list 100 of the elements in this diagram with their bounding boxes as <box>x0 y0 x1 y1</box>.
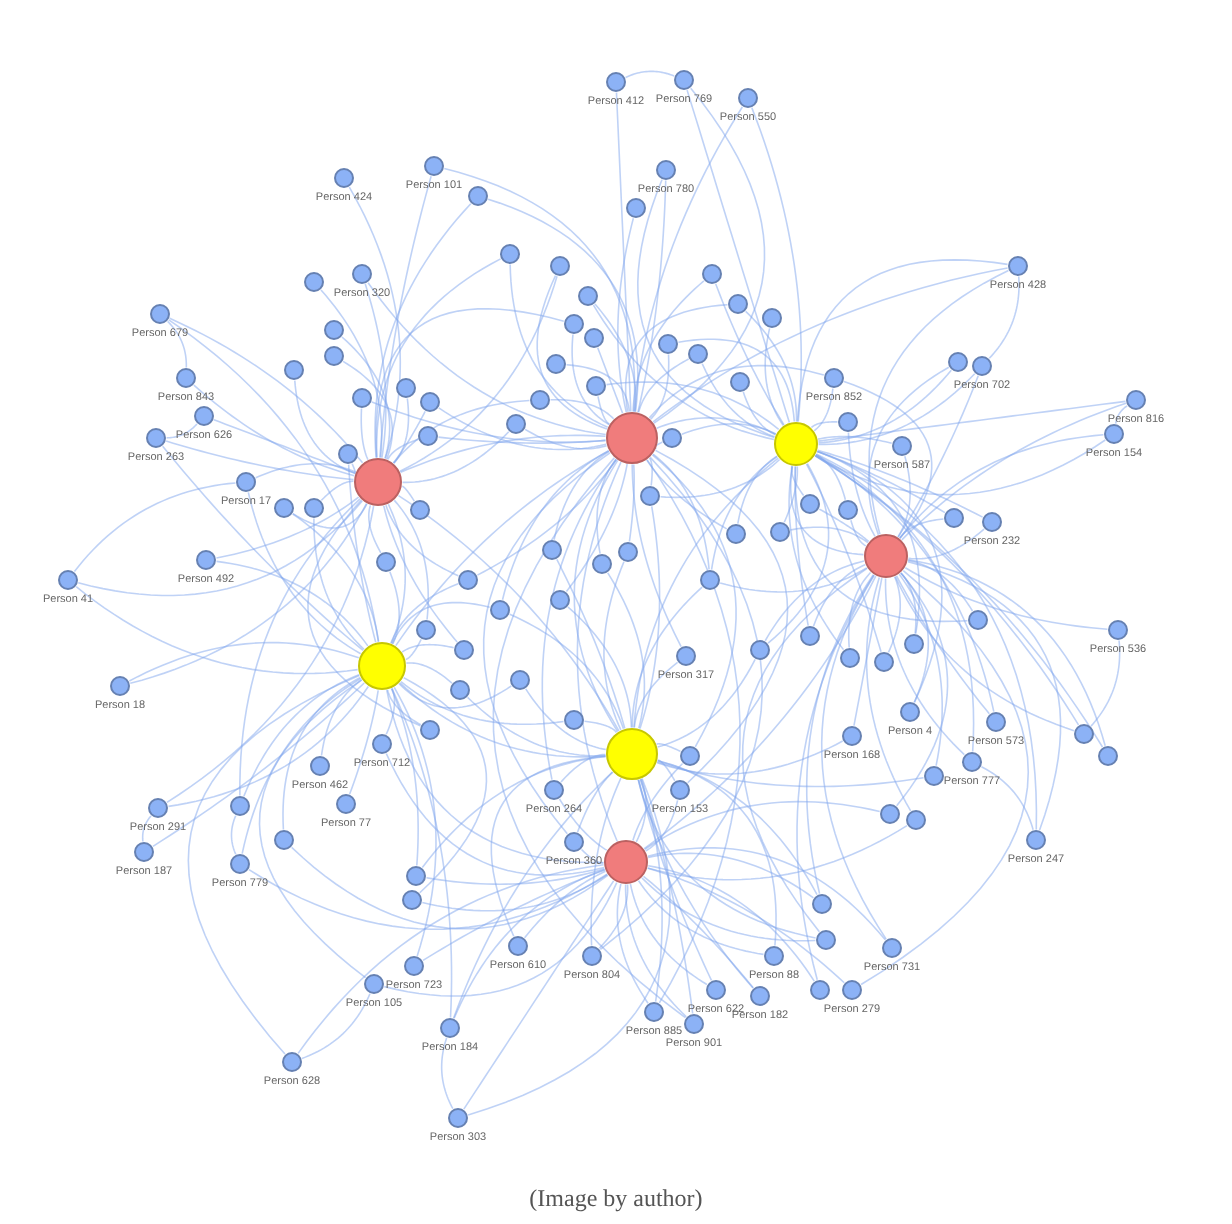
edge-line <box>794 465 969 623</box>
person-node <box>1098 746 1118 766</box>
person-node <box>450 680 470 700</box>
edge-line <box>401 643 455 653</box>
edge-line <box>637 179 667 413</box>
edge-line <box>653 87 766 424</box>
edge-line <box>389 571 400 645</box>
edge-line <box>239 498 361 797</box>
edge-line <box>637 358 690 414</box>
edge-line <box>128 641 360 682</box>
edge-line <box>629 883 708 986</box>
edge-line <box>631 463 682 648</box>
edge-line <box>632 280 705 413</box>
person-node <box>618 542 638 562</box>
edge-line <box>820 574 887 940</box>
edge-line <box>647 824 908 881</box>
person-node <box>770 522 790 542</box>
edge-line <box>397 494 620 732</box>
edge-line <box>341 336 391 460</box>
edge-line <box>576 461 622 842</box>
edge-line <box>898 518 945 539</box>
edge-line <box>307 499 422 727</box>
edge-line <box>788 465 845 651</box>
edge-line <box>290 846 609 930</box>
edge-line <box>399 434 607 474</box>
edge-line <box>320 679 363 757</box>
person-node <box>420 720 440 740</box>
edge-line <box>166 320 188 369</box>
edge-line <box>686 89 791 424</box>
edge-line <box>814 455 1080 726</box>
edge-line <box>487 198 639 413</box>
edge-line <box>248 868 608 931</box>
edge-line <box>898 573 943 767</box>
edge-line <box>193 384 356 477</box>
edge-line <box>701 362 776 438</box>
edge-line <box>783 465 799 524</box>
edge-line <box>348 689 379 795</box>
person-node <box>564 314 584 334</box>
edge-line <box>764 327 784 427</box>
person-node <box>376 552 396 572</box>
edge-line <box>656 658 756 748</box>
edge-line <box>401 430 510 484</box>
person-node <box>510 670 530 690</box>
person-node <box>550 256 570 276</box>
edge-line <box>655 417 777 435</box>
person-node <box>1074 724 1094 744</box>
edge-line <box>789 465 865 556</box>
edge-line <box>860 569 1030 986</box>
person-node <box>454 640 474 660</box>
edge-line <box>573 459 619 733</box>
edge-line <box>816 449 984 518</box>
edge-line <box>655 743 682 753</box>
edge-line <box>813 387 834 432</box>
edge-line <box>651 454 737 748</box>
edge-line <box>375 307 565 459</box>
hub-node <box>774 422 818 466</box>
person-node <box>352 388 372 408</box>
edge-line <box>565 363 631 413</box>
person-node <box>944 508 964 528</box>
edge-line <box>571 333 610 426</box>
edge-line <box>616 883 649 1005</box>
person-node <box>506 414 526 434</box>
edge-line <box>899 434 1105 539</box>
edge-line <box>320 289 383 459</box>
edge-line <box>425 867 606 885</box>
edge-line <box>988 275 1020 360</box>
edge-line <box>215 560 369 647</box>
edge-line <box>659 458 781 499</box>
edge-line <box>390 583 459 644</box>
edge-line <box>476 458 618 576</box>
edge-line <box>741 567 868 933</box>
person-node <box>762 308 782 328</box>
edge-line <box>637 879 765 956</box>
hub-node <box>864 534 908 578</box>
edge-line <box>817 400 1127 442</box>
person-node <box>680 746 700 766</box>
edge-line <box>583 720 618 734</box>
edge-line <box>390 687 419 867</box>
edge-line <box>385 752 605 876</box>
edge-line <box>482 452 611 835</box>
edge-line <box>815 453 975 753</box>
edge-line <box>887 576 902 654</box>
edge-line <box>710 455 779 571</box>
edge-line <box>129 502 368 685</box>
edge-line <box>443 167 636 413</box>
edge-line <box>895 575 991 715</box>
edge-line <box>816 450 921 635</box>
edge-line <box>637 778 754 989</box>
edge-line <box>656 761 925 788</box>
hub-node <box>606 728 658 780</box>
edge-line <box>901 402 1127 541</box>
edge-line <box>649 353 670 420</box>
edge-line <box>624 70 675 79</box>
edge-line <box>843 380 933 540</box>
edge-line <box>467 777 671 1116</box>
edge-line <box>523 870 607 939</box>
edge-line <box>466 696 607 757</box>
edge-line <box>393 686 437 957</box>
person-node <box>750 640 770 660</box>
edge-line <box>393 397 410 465</box>
